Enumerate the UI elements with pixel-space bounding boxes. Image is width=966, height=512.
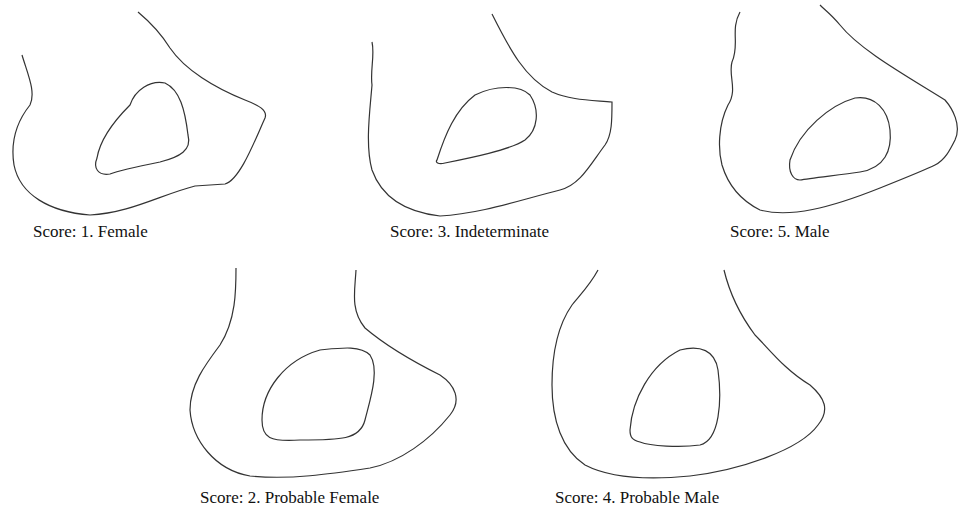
score-label: Score: 1. Female: [33, 222, 148, 242]
inner-contour: [262, 348, 374, 441]
inner-contour: [790, 98, 891, 180]
outer-contour: [552, 270, 825, 478]
probable-female-outline: [190, 268, 456, 477]
inner-contour: [96, 82, 189, 174]
female-outline: [13, 12, 266, 215]
score-label: Score: 4. Probable Male: [555, 488, 719, 508]
outer-contour: [720, 5, 958, 213]
score-label: Score: 2. Probable Female: [200, 488, 379, 508]
probable-male-outline: [552, 270, 825, 478]
male-outline: [720, 5, 958, 213]
outer-contour: [368, 14, 612, 216]
score-label: Score: 3. Indeterminate: [390, 222, 549, 242]
inner-contour: [630, 348, 720, 446]
score-label: Score: 5. Male: [730, 222, 830, 242]
indeterminate-outline: [368, 14, 612, 216]
outer-contour: [190, 268, 456, 477]
inner-contour: [436, 88, 536, 164]
outer-contour: [13, 12, 266, 215]
